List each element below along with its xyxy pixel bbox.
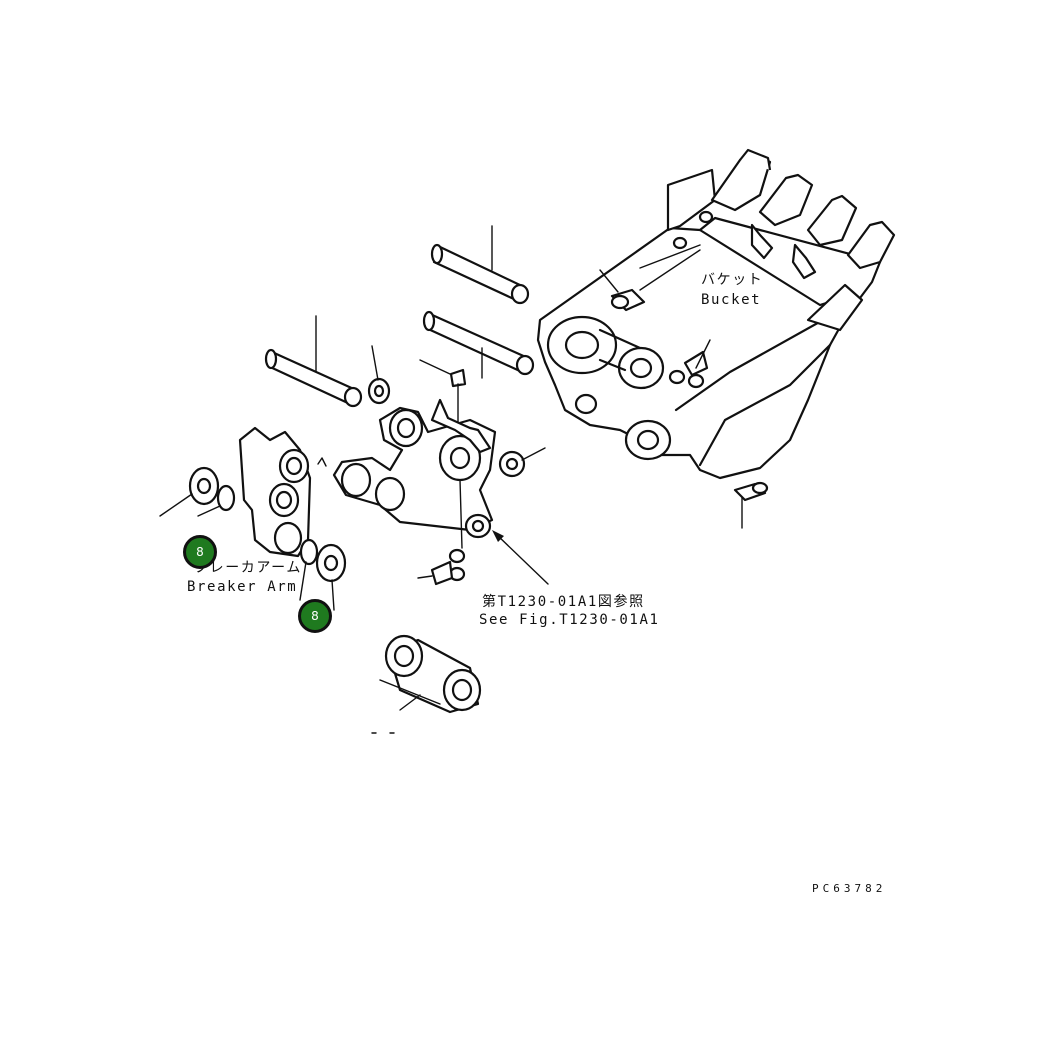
see-figure-label-en: See Fig.T1230-01A1 xyxy=(479,612,660,628)
callout-part-8[interactable]: 8 xyxy=(183,535,217,569)
arm-washers xyxy=(299,538,347,611)
callout-part-8-second[interactable]: 8 xyxy=(298,599,332,633)
breaker-arm-label-en: Breaker Arm xyxy=(187,579,298,595)
see-figure-label-jp: 第T1230-01A1図参照 xyxy=(482,594,645,610)
bucket-label-jp: バケット xyxy=(701,272,764,288)
link-bolt xyxy=(419,359,467,431)
bushing-assembly xyxy=(371,634,482,734)
link-nut xyxy=(417,548,466,586)
bucket-bottom-line xyxy=(674,313,834,412)
bucket-leader-line xyxy=(639,249,701,291)
reference-arrow xyxy=(492,530,549,585)
drawing-code: PC63782 xyxy=(812,882,887,895)
small-washer xyxy=(367,345,391,405)
left-washers xyxy=(159,466,236,517)
upper-long-pin xyxy=(430,225,530,305)
bucket-lock-pin xyxy=(733,481,769,529)
bucket-label-en: Bucket xyxy=(701,292,762,308)
middle-long-pin xyxy=(422,310,535,379)
left-long-pin xyxy=(264,315,363,408)
bucket-side-plate xyxy=(666,168,717,232)
bucket-body xyxy=(536,216,882,480)
bucket-drawing xyxy=(536,148,896,529)
bucket-teeth xyxy=(710,148,896,280)
bucket-curve-line xyxy=(698,343,832,467)
right-washer xyxy=(498,447,546,478)
link-assembly xyxy=(332,398,497,549)
breaker-arm-label-jp: ブレーカアーム xyxy=(194,560,302,576)
bucket-right-plate xyxy=(806,283,864,332)
bucket-pin-bosses xyxy=(546,315,672,461)
bucket-rib-line xyxy=(639,244,701,269)
bucket-hardware xyxy=(599,210,714,389)
breaker-arm-drawing xyxy=(238,426,327,558)
